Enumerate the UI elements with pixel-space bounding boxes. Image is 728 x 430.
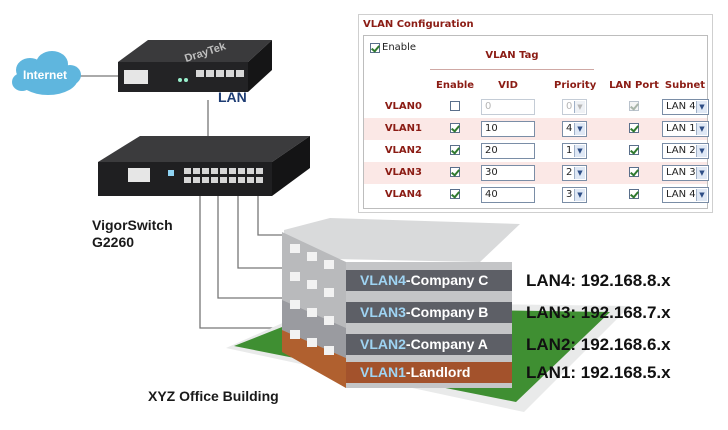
chevron-down-icon: ▼ (696, 189, 707, 201)
vlan-enable-label: Enable (382, 42, 417, 53)
vlan-row-subnet-select[interactable]: LAN 2▼ (662, 143, 709, 159)
floor-vlan4: VLAN4-Company C (346, 270, 512, 291)
vlan-row-vid-input[interactable]: 40 (481, 187, 535, 203)
vlan-row-enable-checkbox[interactable] (450, 167, 460, 177)
vlan-row-lan-port-checkbox[interactable] (629, 123, 639, 133)
col-header-subnet: Subnet (664, 80, 706, 91)
vlan-row-vlan1: VLAN1 10 4▼ LAN 1▼ (364, 118, 709, 140)
vlan-row-enable-checkbox[interactable] (450, 101, 460, 111)
switch-label-line2: G2260 (92, 234, 135, 250)
floor-vlan-name: VLAN1 (360, 364, 406, 380)
floor-vlan3: VLAN3-Company B (346, 302, 512, 323)
vlan-config-title: VLAN Configuration (363, 19, 474, 30)
floor-vlan-name: VLAN2 (360, 336, 406, 352)
chevron-down-icon: ▼ (574, 189, 585, 201)
vlan-row-enable-checkbox[interactable] (450, 145, 460, 155)
internet-label: Internet (23, 68, 67, 82)
lan1-address: LAN1: 192.168.5.x (526, 363, 671, 382)
vlan-row-subnet-select[interactable]: LAN 4▼ (662, 187, 709, 203)
cable-vlan3 (237, 190, 290, 269)
vlan-enable-option[interactable]: Enable (370, 42, 416, 53)
vlan-row-name: VLAN2 (384, 145, 422, 156)
chevron-down-icon: ▼ (574, 145, 585, 157)
chevron-down-icon: ▼ (574, 101, 585, 113)
subnet-value: LAN 2 (666, 145, 696, 156)
vlan-row-vid-input[interactable]: 0 (481, 99, 535, 115)
floor-vlan1: VLAN1-Landlord (346, 362, 512, 383)
floor-tenant: -Company B (405, 304, 489, 320)
switch-icon (98, 136, 310, 196)
chevron-down-icon: ▼ (696, 167, 707, 179)
vlan-row-priority-select[interactable]: 0▼ (562, 99, 587, 115)
priority-value: 1 (566, 145, 573, 156)
floor-tenant: -Company C (405, 272, 489, 288)
building-label: XYZ Office Building (148, 388, 279, 404)
vlan-row-lan-port-checkbox[interactable] (629, 101, 639, 111)
cable-vlan4 (257, 190, 290, 236)
floor-vlan2: VLAN2-Company A (346, 334, 512, 355)
vlan-enable-checkbox[interactable] (370, 42, 380, 53)
vlan-row-vid-input[interactable]: 30 (481, 165, 535, 181)
floor-tenant: -Company A (405, 336, 488, 352)
chevron-down-icon: ▼ (574, 167, 585, 179)
vlan-row-vlan4: VLAN4 40 3▼ LAN 4▼ (364, 184, 709, 206)
switch-label: VigorSwitch G2260 (92, 217, 173, 251)
priority-value: 4 (566, 123, 573, 134)
subnet-value: LAN 4 (666, 101, 696, 112)
vlan-row-priority-select[interactable]: 1▼ (562, 143, 587, 159)
lan4-address: LAN4: 192.168.8.x (526, 271, 671, 290)
col-header-vid: VID (498, 80, 518, 91)
vlan-row-name: VLAN3 (384, 167, 422, 178)
vlan-row-vlan0: VLAN0 0 0▼ LAN 4▼ (364, 96, 709, 118)
vlan-row-enable-checkbox[interactable] (450, 189, 460, 199)
vlan-row-lan-port-checkbox[interactable] (629, 189, 639, 199)
chevron-down-icon: ▼ (696, 123, 707, 135)
vlan-row-lan-port-checkbox[interactable] (629, 167, 639, 177)
floor-tenant: -Landlord (405, 364, 471, 380)
router-icon (118, 40, 272, 92)
subnet-value: LAN 1 (666, 123, 696, 134)
vlan-row-enable-checkbox[interactable] (450, 123, 460, 133)
vlan-row-vlan3: VLAN3 30 2▼ LAN 3▼ (364, 162, 709, 184)
floor-vlan-name: VLAN4 (360, 272, 406, 288)
lan3-address: LAN3: 192.168.7.x (526, 303, 671, 322)
col-header-lan-port: LAN Port (609, 80, 659, 91)
vlan-row-lan-port-checkbox[interactable] (629, 145, 639, 155)
subnet-value: LAN 4 (666, 189, 696, 200)
chevron-down-icon: ▼ (696, 101, 707, 113)
vlan-row-subnet-select[interactable]: LAN 3▼ (662, 165, 709, 181)
priority-value: 0 (566, 101, 573, 112)
cable-vlan2 (217, 190, 290, 299)
vlan-config-panel: VLAN Configuration Enable VLAN Tag Enabl… (358, 14, 713, 213)
vlan-config-table: Enable VLAN Tag Enable VID Priority LAN … (363, 35, 709, 209)
vlan-row-name: VLAN0 (384, 101, 422, 112)
col-header-priority: Priority (554, 80, 597, 91)
vlan-row-priority-select[interactable]: 2▼ (562, 165, 587, 181)
priority-value: 3 (566, 189, 573, 200)
chevron-down-icon: ▼ (574, 123, 585, 135)
col-header-enable: Enable (436, 80, 475, 91)
switch-label-line1: VigorSwitch (92, 217, 173, 233)
chevron-down-icon: ▼ (696, 145, 707, 157)
internet-cloud-icon (12, 51, 81, 95)
floor-vlan-name: VLAN3 (360, 304, 406, 320)
subnet-value: LAN 3 (666, 167, 696, 178)
vlan-row-subnet-select[interactable]: LAN 1▼ (662, 121, 709, 137)
lan2-address: LAN2: 192.168.6.x (526, 335, 671, 354)
vlan-row-vid-input[interactable]: 10 (481, 121, 535, 137)
vlan-tag-header: VLAN Tag (485, 50, 539, 61)
vlan-tag-divider (430, 69, 594, 70)
cable-vlan1 (199, 190, 290, 329)
vlan-row-vid-input[interactable]: 20 (481, 143, 535, 159)
vlan-row-vlan2: VLAN2 20 1▼ LAN 2▼ (364, 140, 709, 162)
vlan-row-name: VLAN4 (384, 189, 422, 200)
vlan-row-priority-select[interactable]: 4▼ (562, 121, 587, 137)
vlan-row-priority-select[interactable]: 3▼ (562, 187, 587, 203)
vlan-row-subnet-select[interactable]: LAN 4▼ (662, 99, 709, 115)
priority-value: 2 (566, 167, 573, 178)
vlan-row-name: VLAN1 (384, 123, 422, 134)
lan-label: LAN (218, 89, 247, 105)
